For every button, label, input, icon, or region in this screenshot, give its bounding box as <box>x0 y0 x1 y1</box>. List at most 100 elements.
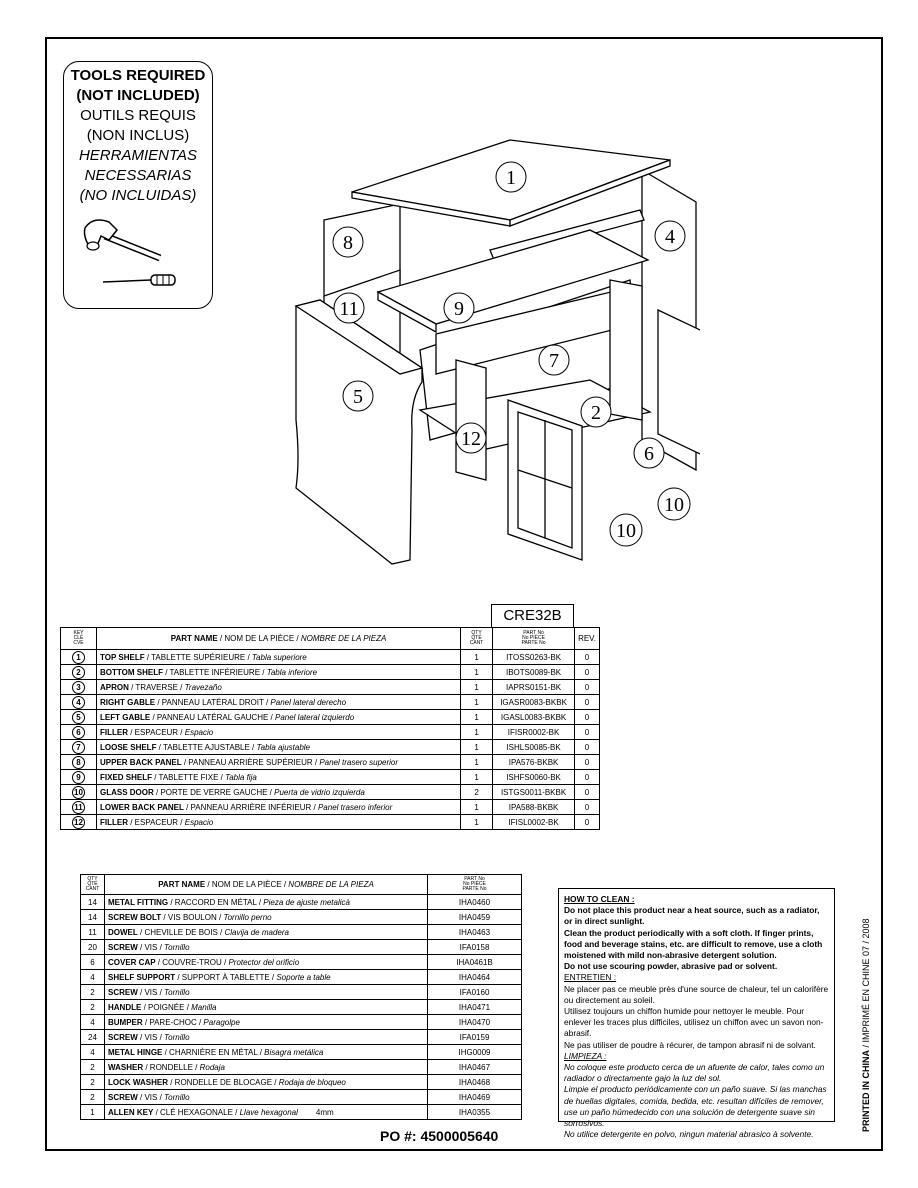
part-rev: 0 <box>574 664 600 680</box>
hardware-name: SCREW / VIS / Tornillo <box>104 939 428 955</box>
hardware-name: SCREW / VIS / Tornillo <box>104 984 428 1000</box>
callout-7: 7 <box>538 344 570 376</box>
screwdriver-icon <box>102 274 176 286</box>
svg-text:1: 1 <box>506 167 516 189</box>
hardware-qty: 14 <box>80 909 105 925</box>
clean-es-1: No coloque este producto cerca de un afu… <box>564 1062 825 1084</box>
parts-name-header: PART NAME / NOM DE LA PIÈCE / NOMBRE DE … <box>95 627 462 650</box>
hardware-number: IHA0464 <box>427 969 522 985</box>
part-key: 7 <box>60 739 97 755</box>
clean-es-2: Limpie el producto periódicamente con un… <box>564 1084 827 1129</box>
callout-10-left: 10 <box>609 513 643 547</box>
hardware-name: METAL FITTING / RACCORD EN MÉTAL / Pieza… <box>104 894 428 910</box>
part-qty: 1 <box>460 754 494 770</box>
hardware-qty: 2 <box>80 999 105 1015</box>
part-key: 8 <box>60 754 97 770</box>
clean-en-3: Do not use scouring powder, abrasive pad… <box>564 961 778 972</box>
part-name: LEFT GABLE / PANNEAU LATÉRAL GAUCHE / Pa… <box>95 709 462 725</box>
part-number: IAPRS0151-BK <box>492 679 576 695</box>
svg-text:4: 4 <box>665 226 675 248</box>
hardware-name: COVER CAP / COUVRE-TROU / Protector del … <box>104 954 428 970</box>
part-qty: 1 <box>460 694 494 710</box>
part-number: IFISL0002-BK <box>492 814 576 830</box>
hardware-name: SCREW / VIS / Tornillo <box>104 1029 428 1045</box>
printed-in-china: PRINTED IN CHINA / IMPRIMÉ EN CHINE 07 /… <box>861 918 871 1132</box>
hardware-name: BUMPER / PARE-CHOC / Paragolpe <box>104 1014 428 1030</box>
svg-text:9: 9 <box>454 298 464 320</box>
hardware-name: LOCK WASHER / RONDELLE DE BLOCAGE / Roda… <box>104 1074 428 1090</box>
hardware-number: IHA0469 <box>427 1089 522 1105</box>
clean-fr-1: Ne placer pas ce meuble près d'une sourc… <box>564 983 829 1005</box>
part-qty: 1 <box>460 649 494 665</box>
tools-title-en: TOOLS REQUIRED <box>70 67 206 84</box>
hardware-name: METAL HINGE / CHARNIÈRE EN MÉTAL / Bisag… <box>104 1044 428 1060</box>
hardware-name: SHELF SUPPORT / SUPPORT À TABLETTE / Sop… <box>104 969 428 985</box>
part-rev: 0 <box>574 769 600 785</box>
part-rev: 0 <box>574 799 600 815</box>
hardware-name: WASHER / RONDELLE / Rodaja <box>104 1059 428 1075</box>
part-rev: 0 <box>574 724 600 740</box>
clean-en-1: Do not place this product near a heat so… <box>564 905 820 927</box>
hardware-qty: 4 <box>80 1014 105 1030</box>
part-key: 11 <box>60 799 97 815</box>
hardware-number: IFA0159 <box>427 1029 522 1045</box>
exploded-assembly-diagram: 1 2 3 4 5 6 7 8 9 10 10 11 12 <box>294 139 700 565</box>
hardware-name: SCREW BOLT / VIS BOULON / Tornillo perno <box>104 909 428 925</box>
part-rev: 0 <box>574 739 600 755</box>
part-name: APRON / TRAVERSE / Travezaño <box>95 679 462 695</box>
part-rev: 0 <box>574 754 600 770</box>
callout-12: 12 <box>455 422 487 454</box>
part-number: IGASR0083-BKBK <box>492 694 576 710</box>
part-qty: 1 <box>460 814 494 830</box>
right-glass-door-part <box>657 308 700 455</box>
page-frame <box>45 37 883 1151</box>
hardware-name: SCREW / VIS / Tornillo <box>104 1089 428 1105</box>
tools-subtitle-fr: (NON INCLUS) <box>86 127 190 144</box>
hardware-qty: 2 <box>80 1059 105 1075</box>
hardware-number: IHA0470 <box>427 1014 522 1030</box>
hardware-number: IHA0461B <box>427 954 522 970</box>
part-key: 6 <box>60 724 97 740</box>
tools-subtitle-en: (NOT INCLUDED) <box>76 87 200 104</box>
part-name: TOP SHELF / TABLETTE SUPÉRIEURE / Tabla … <box>95 649 462 665</box>
parts-rev-header: REV. <box>574 627 600 650</box>
hardware-qty: 6 <box>80 954 105 970</box>
callout-5: 5 <box>342 380 374 412</box>
model-number: CRE32B <box>491 604 574 627</box>
hardware-qty: 4 <box>80 1044 105 1060</box>
hardware-qty: 14 <box>80 894 105 910</box>
part-rev: 0 <box>574 709 600 725</box>
callout-10-right: 10 <box>657 487 691 521</box>
svg-text:6: 6 <box>644 443 654 465</box>
hardware-qty: 2 <box>80 1089 105 1105</box>
part-name: FIXED SHELF / TABLETTE FIXE / Tabla fija <box>95 769 462 785</box>
tools-required-box: TOOLS REQUIRED (NOT INCLUDED) OUTILS REQ… <box>63 61 213 309</box>
part-number: IPA588-BKBK <box>492 799 576 815</box>
hardware-number: IHA0463 <box>427 924 522 940</box>
svg-text:11: 11 <box>339 298 358 320</box>
clean-es-3: No utilice detergente en polvo, ningun m… <box>564 1129 814 1140</box>
svg-text:10: 10 <box>664 494 684 516</box>
po-number: PO #: 4500005640 <box>380 1128 499 1144</box>
callout-9: 9 <box>443 292 475 324</box>
hardware-qty: 24 <box>80 1029 105 1045</box>
part-name: UPPER BACK PANEL / PANNEAU ARRIÈRE SUPÉR… <box>95 754 462 770</box>
part-name: FILLER / ESPACEUR / Espacio <box>95 814 462 830</box>
part-key: 4 <box>60 694 97 710</box>
